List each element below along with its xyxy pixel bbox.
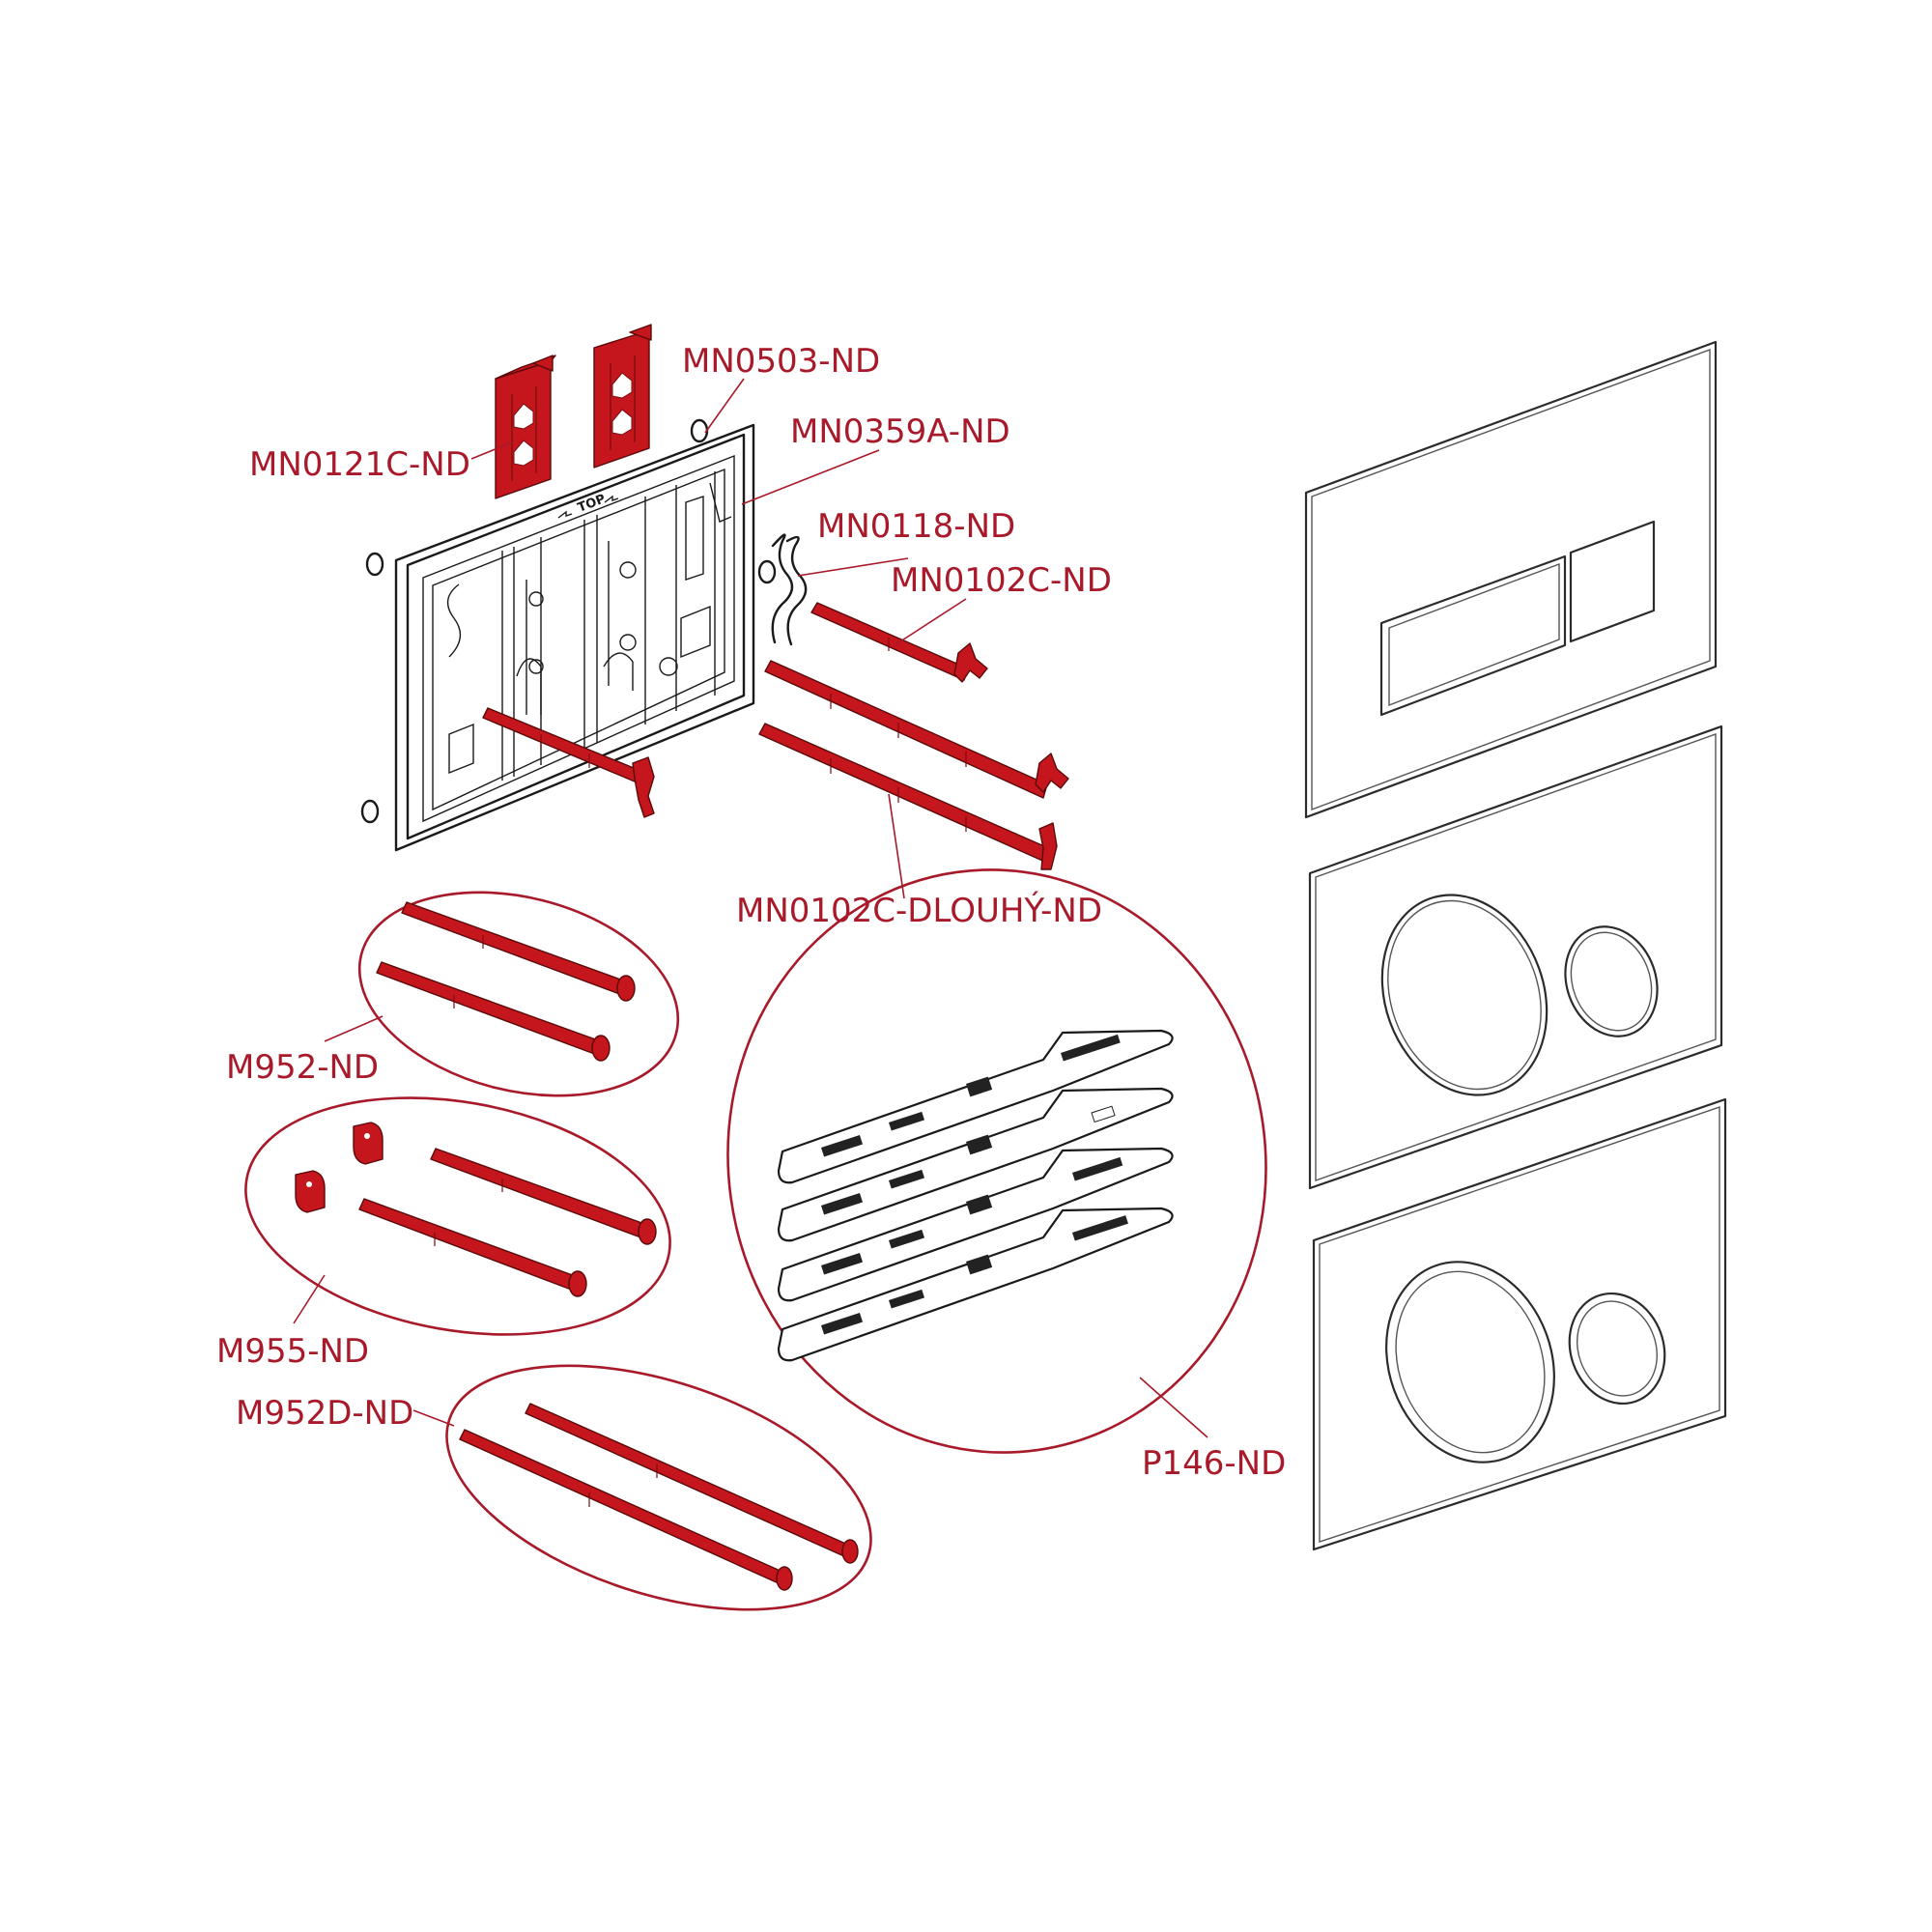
flush-button-large-round <box>1380 894 1548 1096</box>
m955-group <box>244 1096 671 1336</box>
spring-clip-part <box>771 533 808 646</box>
label-mn0503: MN0503-ND <box>682 342 880 381</box>
control-strip-2 <box>777 1087 1174 1242</box>
p146-group <box>726 868 1267 1454</box>
label-mn0102c: MN0102C-ND <box>891 561 1112 600</box>
flush-plate-round-2 <box>1312 1097 1727 1551</box>
m952-group <box>357 891 680 1097</box>
flush-button-small-round <box>1568 1292 1666 1406</box>
mounting-frame: TOP <box>360 418 777 852</box>
leader-lines <box>293 378 1208 1438</box>
red-rod-middle <box>764 660 1069 799</box>
label-mn0121c: MN0121C-ND <box>249 445 470 484</box>
flush-button-small-round <box>1564 925 1659 1037</box>
label-m952d: M952D-ND <box>236 1394 413 1433</box>
flush-plate-rectangular <box>1304 340 1718 819</box>
label-m952: M952-ND <box>226 1048 379 1087</box>
flush-button-large-round <box>1385 1261 1555 1463</box>
control-strip-1 <box>777 1029 1174 1184</box>
flush-plate-round-1 <box>1308 724 1723 1190</box>
label-mn0359a: MN0359A-ND <box>790 412 1010 451</box>
flush-button-small <box>1569 520 1656 643</box>
m952d-group <box>445 1364 872 1611</box>
control-strip-3 <box>777 1147 1174 1302</box>
label-mn0102c-long: MN0102C-DLOUHÝ-ND <box>736 891 1102 930</box>
red-rod-inside-frame <box>482 707 655 818</box>
red-clip-right <box>593 324 652 469</box>
red-rod-long <box>758 723 1058 870</box>
red-clip-left <box>495 355 556 499</box>
red-rod-short <box>810 602 988 683</box>
label-mn0118: MN0118-ND <box>817 507 1015 546</box>
control-strip-4 <box>777 1207 1174 1362</box>
label-p146: P146-ND <box>1142 1444 1286 1483</box>
flush-button-large <box>1379 554 1567 717</box>
label-m955: M955-ND <box>216 1332 369 1371</box>
